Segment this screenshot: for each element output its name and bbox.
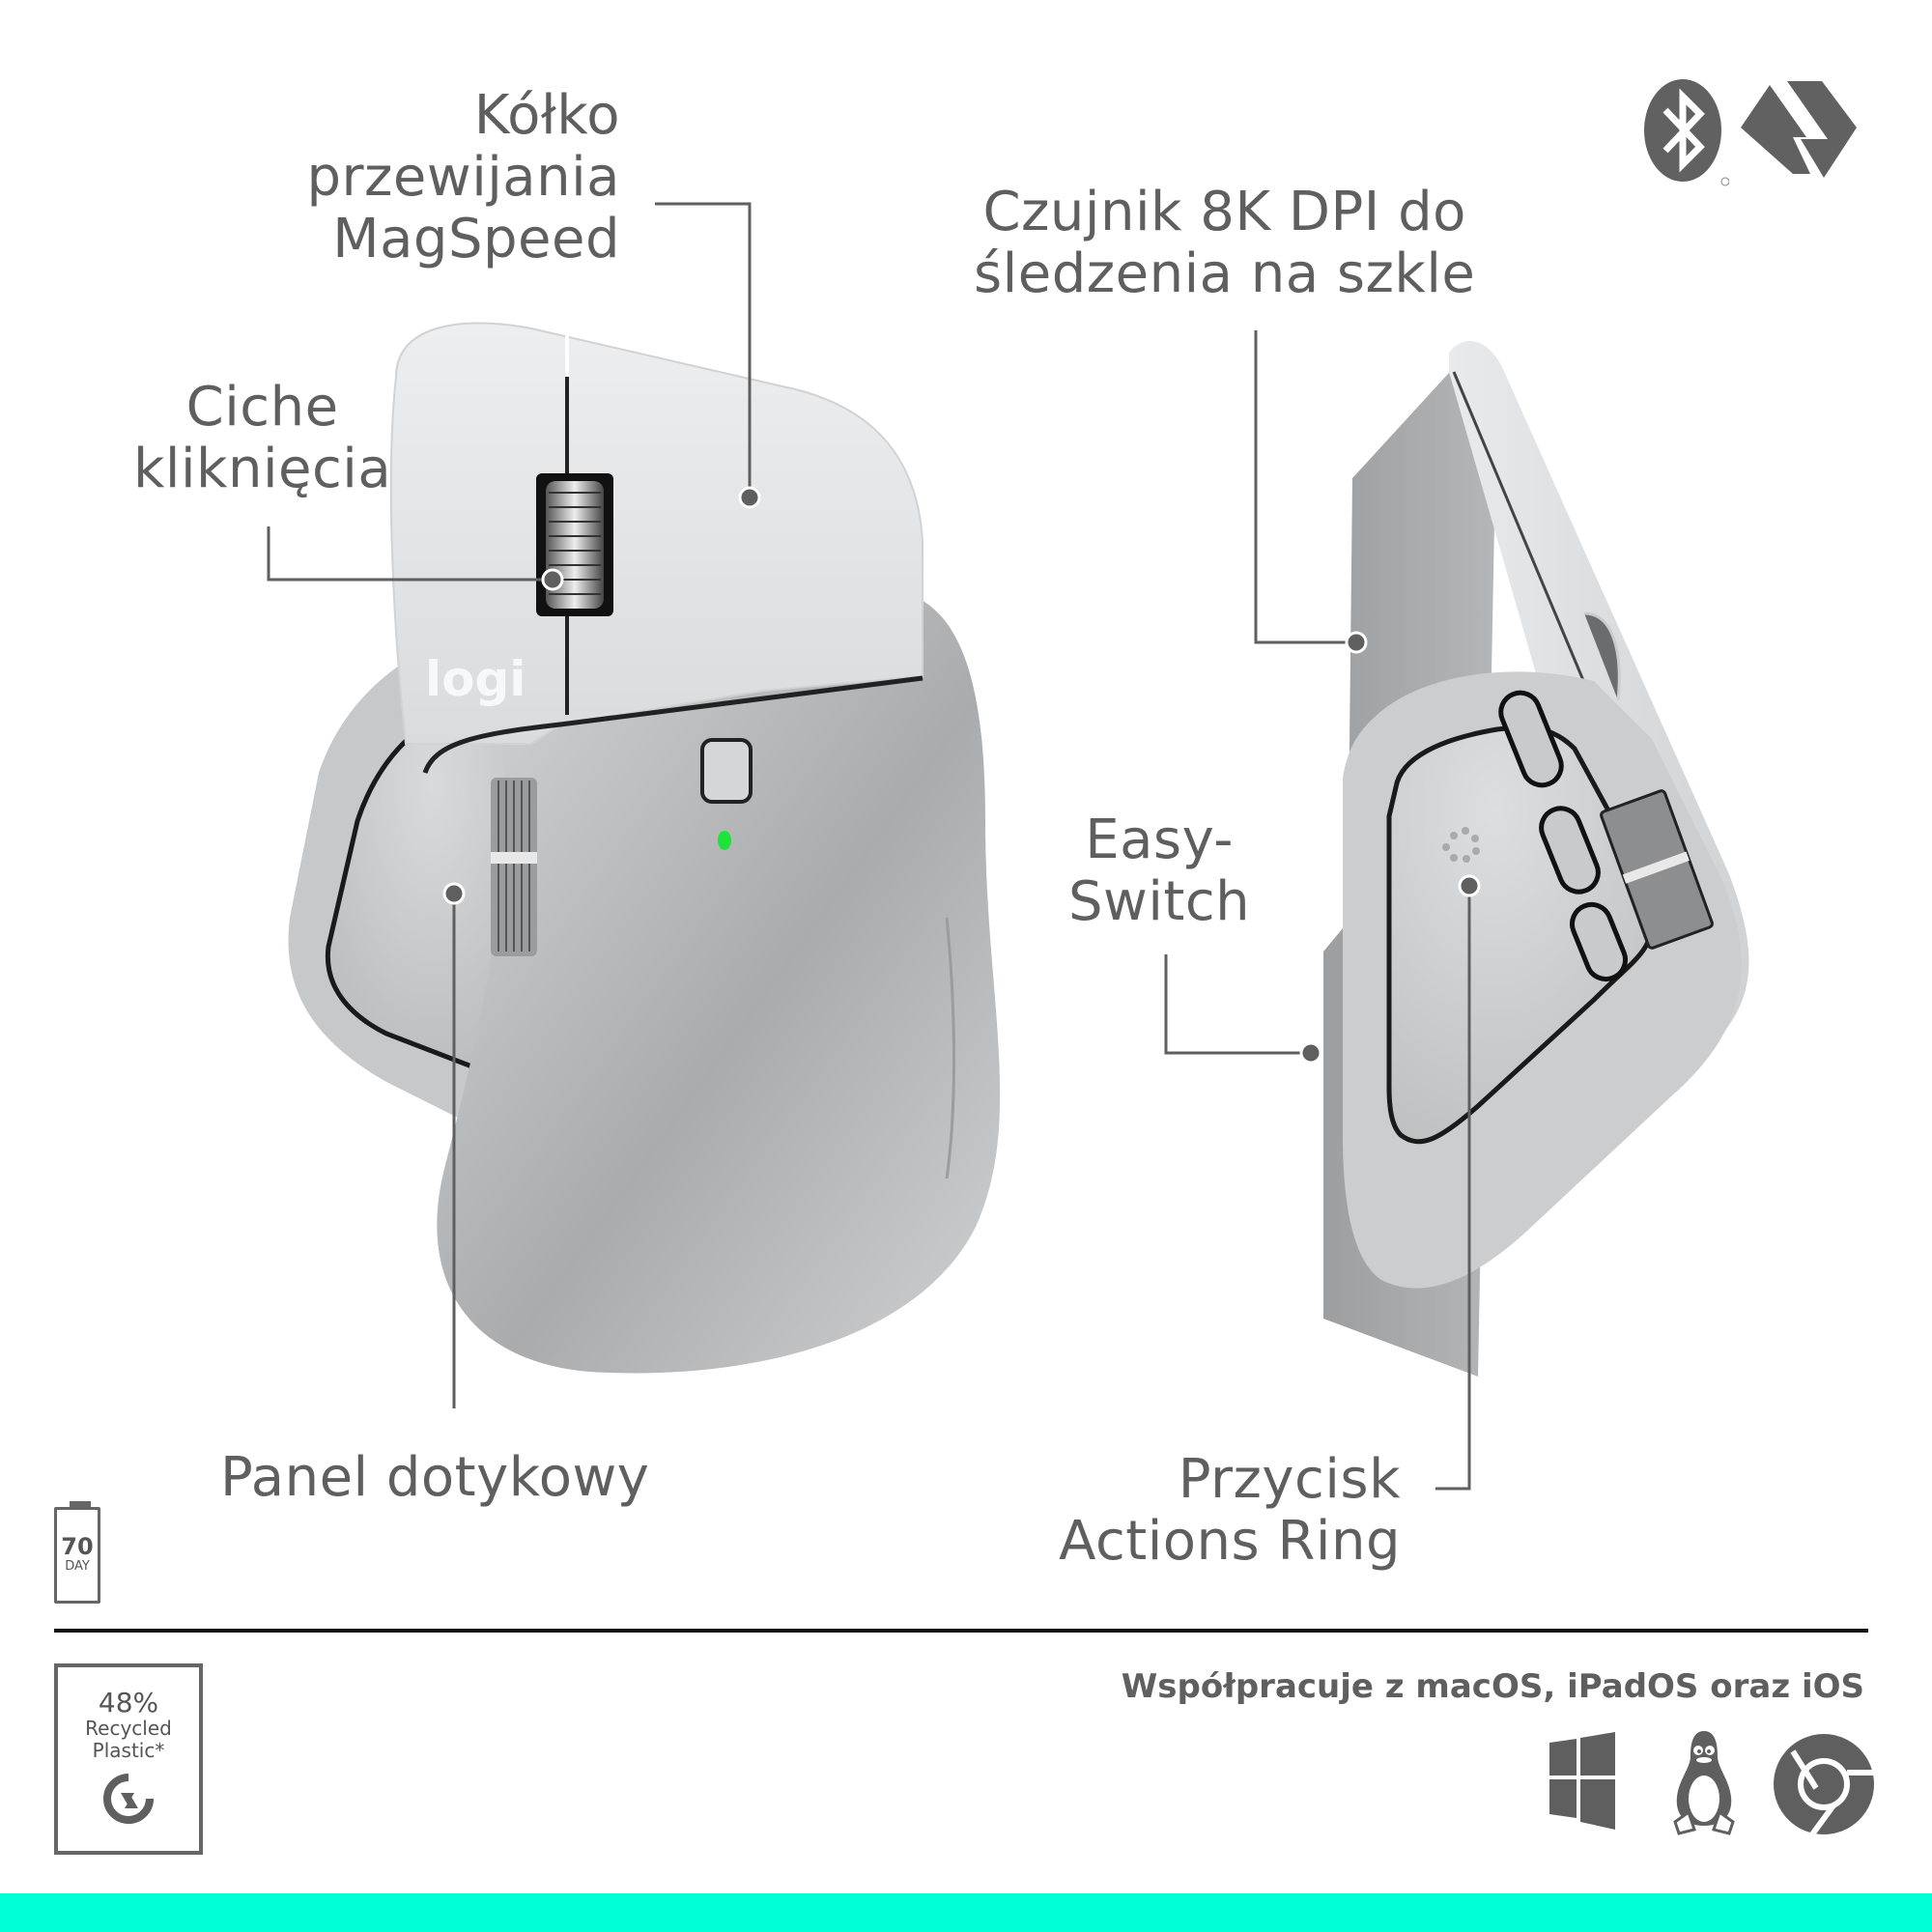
recycled-percent: 48%: [98, 1687, 159, 1719]
side-button-extra: [1570, 901, 1628, 982]
callout-silent-clicks: Ciche kliknięcia: [133, 376, 392, 500]
callout-dot-touch-panel: [442, 882, 466, 905]
logi-bolt-receiver-icon: [1741, 81, 1857, 178]
section-divider: [54, 1629, 1868, 1633]
callout-actions-ring: Przycisk Actions Ring: [1059, 1448, 1401, 1573]
logi-logo: logi: [425, 651, 526, 707]
callout-dot-easy-switch: [1299, 1041, 1322, 1065]
status-led: [718, 831, 731, 850]
chromeos-icon: [1774, 1734, 1874, 1834]
gesture-button: [700, 738, 753, 804]
recycled-line2: Plastic*: [92, 1739, 165, 1762]
bluetooth-icon: [1644, 79, 1729, 186]
callout-dot-scroll-wheel: [738, 486, 761, 509]
battery-cap: [70, 1501, 91, 1509]
accent-bar: [0, 1893, 1932, 1932]
recycled-line1: Recycled: [85, 1717, 172, 1740]
mouse-top-view: logi: [288, 319, 1001, 1374]
callout-scroll-wheel: Kółko przewijania MagSpeed: [306, 84, 620, 270]
callout-sensor: Czujnik 8K DPI do śledzenia na szkle: [974, 181, 1476, 305]
recycle-icon: [103, 1774, 154, 1824]
side-button-forward: [1498, 690, 1564, 788]
recycled-plastic-badge: 48% Recycled Plastic*: [54, 1663, 203, 1855]
callout-dot-silent-clicks: [541, 568, 564, 591]
side-button-back: [1539, 806, 1601, 895]
compatibility-text: Współpracuje z macOS, iPadOS oraz iOS: [1121, 1667, 1864, 1706]
battery-life-badge: 70 DAY: [54, 1507, 100, 1604]
callout-easy-switch: Easy- Switch: [1068, 809, 1251, 933]
callout-dot-actions-ring: [1458, 874, 1481, 897]
linux-tux-icon: [1673, 1731, 1735, 1835]
windows-icon: [1549, 1732, 1615, 1830]
mouse-side-view: [1323, 341, 1749, 1377]
callout-touch-panel: Panel dotykowy: [220, 1446, 650, 1509]
callout-dot-sensor: [1345, 631, 1368, 654]
battery-days-unit: DAY: [65, 1559, 90, 1574]
battery-days-value: 70: [61, 1533, 94, 1560]
